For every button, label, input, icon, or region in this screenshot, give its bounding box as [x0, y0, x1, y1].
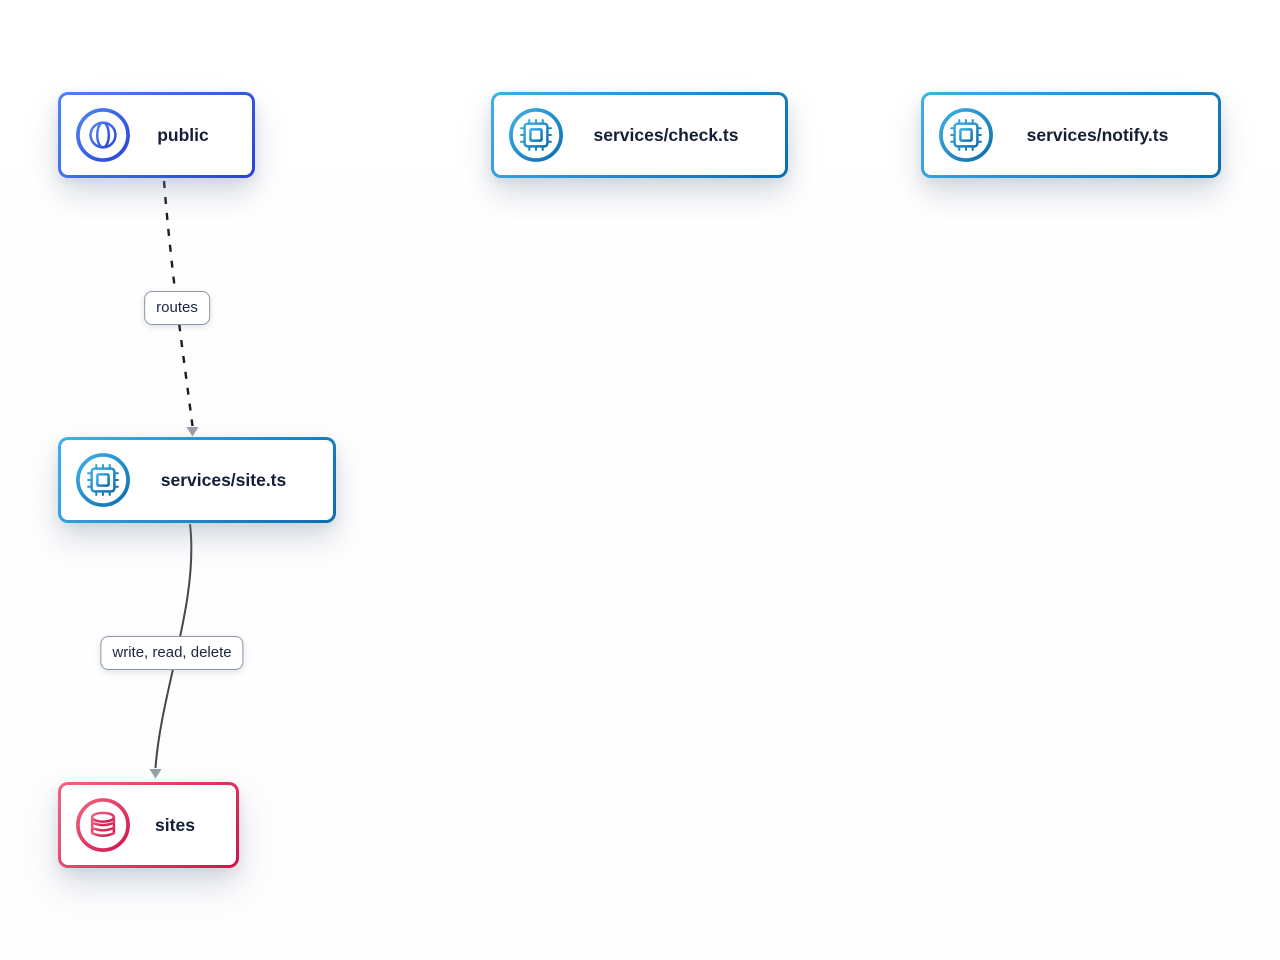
cpu-icon: [939, 108, 993, 162]
node-services-check[interactable]: services/check.ts: [491, 92, 788, 178]
node-sites[interactable]: sites: [58, 782, 239, 868]
arrowhead-public-to-site: [186, 427, 199, 437]
node-services-check-body: services/check.ts: [494, 95, 785, 175]
edge-label-routes: routes: [144, 291, 210, 325]
database-icon: [76, 798, 130, 852]
cpu-icon: [76, 453, 130, 507]
node-public[interactable]: public: [58, 92, 255, 178]
node-public-label: public: [157, 124, 209, 145]
node-services-notify-label: services/notify.ts: [1026, 124, 1169, 145]
node-services-notify[interactable]: services/notify.ts: [921, 92, 1221, 178]
node-sites-body: sites: [61, 785, 236, 865]
node-services-site[interactable]: services/site.ts: [58, 437, 336, 523]
node-sites-label: sites: [155, 814, 195, 835]
node-services-notify-body: services/notify.ts: [924, 95, 1218, 175]
edge-label-write-read-delete: write, read, delete: [100, 636, 244, 670]
arrowhead-site-to-sites: [149, 769, 162, 779]
globe-icon: [76, 108, 130, 162]
node-services-site-body: services/site.ts: [61, 440, 333, 520]
node-public-body: public: [61, 95, 252, 175]
cpu-icon: [509, 108, 563, 162]
node-services-site-label: services/site.ts: [160, 469, 287, 490]
node-services-check-label: services/check.ts: [593, 124, 739, 145]
